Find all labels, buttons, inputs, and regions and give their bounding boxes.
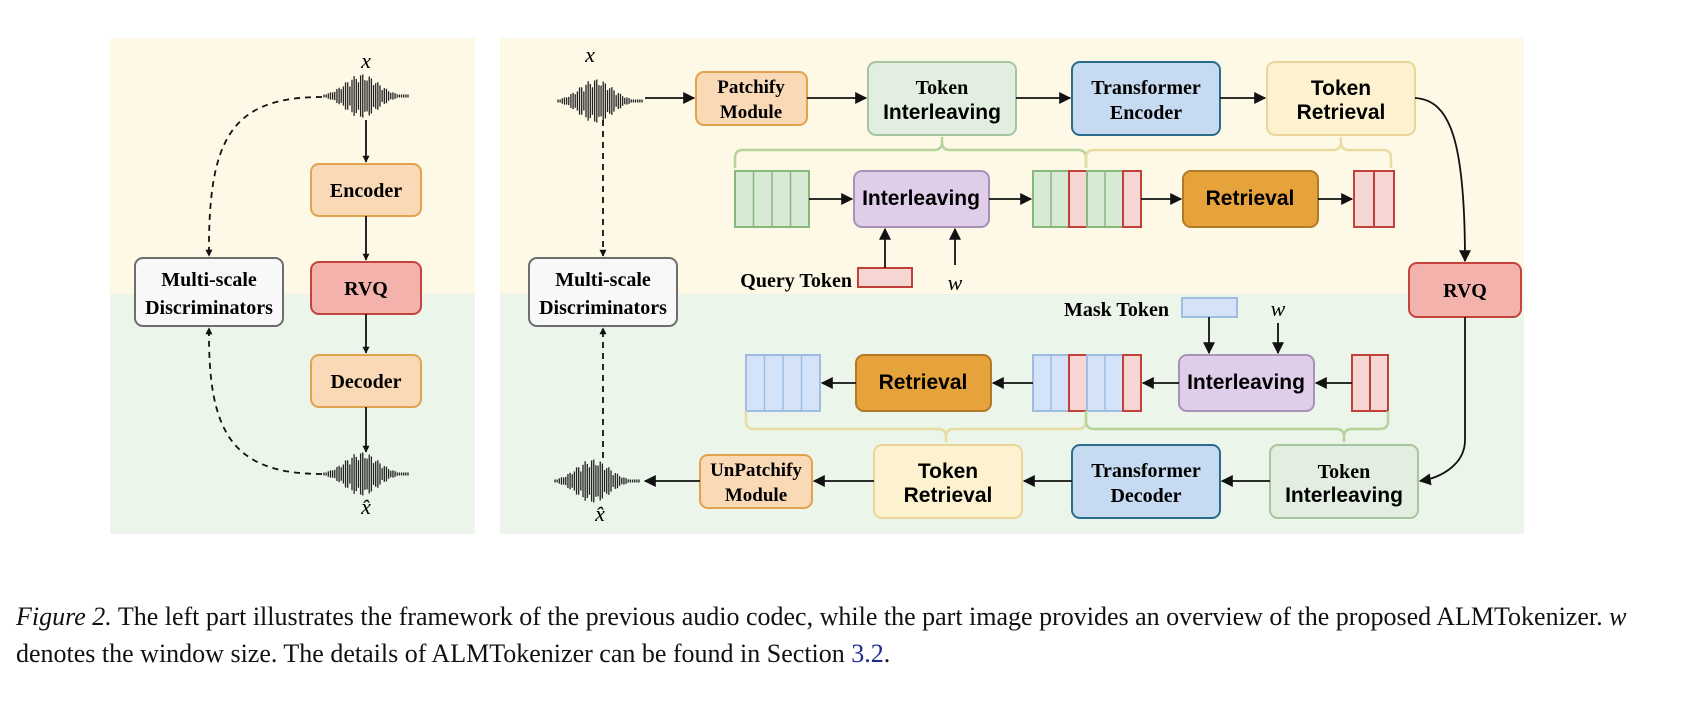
transformer-encoder-label-2: Encoder bbox=[1110, 102, 1182, 124]
left-encoder-box: Encoder bbox=[310, 163, 422, 217]
arrow-retrieval-to-rvq bbox=[1414, 97, 1471, 263]
mask-token-label: Mask Token bbox=[1064, 299, 1169, 321]
caption-section-link[interactable]: 3.2 bbox=[851, 639, 884, 668]
caption-text-2: denotes the window size. The details of … bbox=[16, 639, 852, 668]
token-retrieval-encoder-box: Token Retrieval bbox=[1266, 61, 1416, 136]
architecture-diagram: x Encoder RVQ Decoder Multi-scale Discri… bbox=[110, 38, 1524, 534]
interleaving-encoder-box: Interleaving bbox=[853, 170, 990, 228]
brace-bottom-green bbox=[1084, 411, 1390, 442]
right-x-label: x bbox=[584, 42, 595, 67]
unpatchify-label-2: Module bbox=[725, 485, 787, 506]
w-top-label: w bbox=[948, 270, 963, 295]
patchify-label-1: Patchify bbox=[717, 77, 785, 98]
unpatchify-module-box: UnPatchify Module bbox=[699, 454, 813, 509]
dashed-arrow-input-to-discriminator bbox=[205, 96, 323, 257]
interleaved-quantized-token-2 bbox=[1122, 354, 1142, 412]
token-retrieval-encoder-label-1: Token bbox=[1311, 77, 1371, 100]
interleaving-decoder-label: Interleaving bbox=[1187, 371, 1305, 394]
left-output-waveform-icon bbox=[323, 452, 409, 496]
right-arrows bbox=[599, 92, 1471, 487]
token-interleaving-encoder-label-2: Interleaving bbox=[883, 101, 1001, 124]
input-tokens-group bbox=[734, 170, 810, 228]
token-interleaving-decoder-label-2: Interleaving bbox=[1285, 484, 1403, 507]
quantized-token-1 bbox=[1351, 354, 1371, 412]
left-encoder-background bbox=[110, 38, 475, 294]
retrieved-token-2 bbox=[1373, 170, 1395, 228]
token-interleaving-decoder-box: Token Interleaving bbox=[1269, 444, 1419, 519]
caption-label: Figure 2. bbox=[16, 602, 112, 631]
token-retrieval-encoder-label-2: Retrieval bbox=[1297, 101, 1386, 124]
transformer-decoder-label-2: Decoder bbox=[1110, 485, 1181, 507]
token-interleaving-encoder-label-1: Token bbox=[916, 77, 969, 99]
interleaved-quantized-token-1 bbox=[1068, 354, 1088, 412]
left-discriminators-box: Multi-scale Discriminators bbox=[134, 257, 284, 327]
output-tokens-group bbox=[745, 354, 821, 412]
left-decoder-label: Decoder bbox=[330, 371, 401, 393]
left-discriminators-label-2: Discriminators bbox=[145, 297, 273, 319]
caption-text-3: . bbox=[883, 639, 891, 668]
retrieval-encoder-label: Retrieval bbox=[1206, 187, 1295, 210]
left-rvq-label: RVQ bbox=[344, 278, 388, 300]
interleaved-query-token-2 bbox=[1122, 170, 1142, 228]
left-discriminators-label-1: Multi-scale bbox=[161, 269, 257, 291]
token-interleaving-decoder-label-1: Token bbox=[1318, 461, 1371, 483]
retrieval-encoder-box: Retrieval bbox=[1182, 170, 1319, 228]
left-x-label: x bbox=[360, 48, 371, 73]
caption-text-1: The left part illustrates the framework … bbox=[111, 602, 1610, 631]
query-token-swatch bbox=[857, 267, 913, 288]
brace-top-yellow bbox=[1084, 137, 1393, 168]
left-panel: x Encoder RVQ Decoder Multi-scale Discri… bbox=[110, 38, 475, 534]
retrieval-decoder-box: Retrieval bbox=[855, 354, 992, 412]
brace-bottom-yellow bbox=[744, 411, 1088, 442]
query-token-label: Query Token bbox=[740, 270, 852, 292]
transformer-encoder-label-1: Transformer bbox=[1091, 77, 1201, 99]
right-panel: x Patchify Module Token Interleaving Tra… bbox=[500, 38, 1524, 534]
left-input-waveform-icon bbox=[323, 74, 409, 118]
transformer-decoder-label-1: Transformer bbox=[1091, 460, 1201, 482]
left-xhat-label: x̂ bbox=[360, 494, 371, 519]
mask-token-swatch bbox=[1181, 297, 1238, 318]
caption-window-variable: w bbox=[1609, 602, 1627, 631]
right-input-waveform-icon bbox=[557, 79, 643, 123]
quantized-token-2 bbox=[1369, 354, 1389, 412]
retrieved-tokens-encoder bbox=[1353, 170, 1395, 228]
interleaved-query-token-1 bbox=[1068, 170, 1088, 228]
retrieved-token-1 bbox=[1353, 170, 1375, 228]
right-rvq-label: RVQ bbox=[1443, 280, 1487, 302]
token-retrieval-decoder-box: Token Retrieval bbox=[873, 444, 1023, 519]
brace-top-green bbox=[733, 137, 1088, 168]
right-rvq-box: RVQ bbox=[1408, 262, 1522, 318]
dashed-arrow-output-to-discriminator bbox=[205, 327, 323, 475]
quantized-tokens-decoder bbox=[1351, 354, 1389, 412]
right-discriminators-label-1: Multi-scale bbox=[555, 269, 651, 291]
retrieval-decoder-label: Retrieval bbox=[879, 371, 968, 394]
right-discriminators-box: Multi-scale Discriminators bbox=[528, 257, 678, 327]
patchify-module-box: Patchify Module bbox=[695, 71, 808, 126]
right-discriminators-label-2: Discriminators bbox=[539, 297, 667, 319]
left-rvq-box: RVQ bbox=[310, 261, 422, 315]
interleaved-tokens-decoder bbox=[1032, 354, 1142, 412]
w-bottom-label: w bbox=[1271, 296, 1286, 321]
transformer-encoder-box: Transformer Encoder bbox=[1071, 61, 1221, 136]
left-arrows bbox=[205, 96, 370, 475]
right-output-waveform-icon bbox=[554, 459, 640, 503]
interleaved-tokens-encoder bbox=[1032, 170, 1142, 228]
figure-caption: Figure 2. The left part illustrates the … bbox=[16, 598, 1666, 672]
left-decoder-box: Decoder bbox=[310, 354, 422, 408]
patchify-label-2: Module bbox=[720, 102, 782, 123]
left-decoder-background bbox=[110, 294, 475, 534]
token-retrieval-decoder-label-1: Token bbox=[918, 460, 978, 483]
token-retrieval-decoder-label-2: Retrieval bbox=[904, 484, 993, 507]
interleaving-decoder-box: Interleaving bbox=[1178, 354, 1315, 412]
transformer-decoder-box: Transformer Decoder bbox=[1071, 444, 1221, 519]
interleaving-encoder-label: Interleaving bbox=[862, 187, 980, 210]
right-xhat-label: x̂ bbox=[594, 501, 605, 526]
unpatchify-label-1: UnPatchify bbox=[710, 460, 802, 481]
arrow-rvq-to-token-interleaving bbox=[1418, 317, 1466, 486]
left-encoder-label: Encoder bbox=[330, 180, 402, 202]
token-interleaving-encoder-box: Token Interleaving bbox=[867, 61, 1017, 136]
